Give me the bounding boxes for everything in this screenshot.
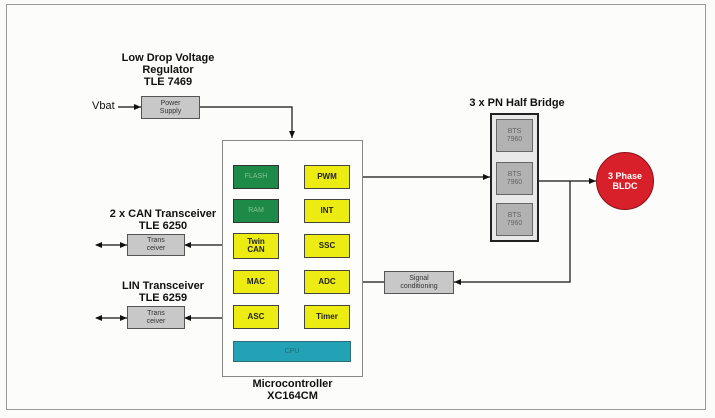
- lin-transceiver-line2: ceiver: [147, 318, 166, 326]
- regulator-title-line2: Regulator: [108, 64, 228, 76]
- wire-power: [200, 107, 292, 138]
- can-title-line2: TLE 6250: [88, 220, 238, 232]
- microcontroller-caption-line1: Microcontroller: [222, 378, 363, 390]
- motor-line2: BLDC: [613, 181, 638, 191]
- bts-2-line1: BTS: [508, 171, 522, 179]
- regulator-title: Low Drop Voltage Regulator TLE 7469: [108, 52, 228, 88]
- bts-1-line1: BTS: [508, 128, 522, 136]
- lin-transceiver-block: Trans ceiver: [127, 306, 185, 329]
- bts-block-2: BTS 7960: [496, 162, 533, 195]
- vbat-label: Vbat: [92, 100, 122, 112]
- lin-title: LIN Transceiver TLE 6259: [98, 280, 228, 304]
- signal-line1: Signal: [409, 275, 428, 283]
- pwm-block: PWM: [304, 165, 350, 189]
- lin-title-line1: LIN Transceiver: [98, 280, 228, 292]
- adc-block: ADC: [304, 270, 350, 294]
- int-block: INT: [304, 199, 350, 223]
- can-transceiver-block: Trans ceiver: [127, 234, 185, 256]
- twincan-line2: CAN: [247, 246, 264, 254]
- can-title-line1: 2 x CAN Transceiver: [88, 208, 238, 220]
- power-supply-line2: Supply: [160, 108, 181, 116]
- bts-3-line2: 7960: [507, 220, 523, 228]
- can-transceiver-line2: ceiver: [147, 245, 166, 253]
- bts-2-line2: 7960: [507, 179, 523, 187]
- can-title: 2 x CAN Transceiver TLE 6250: [88, 208, 238, 232]
- signal-line2: conditioning: [400, 283, 437, 291]
- flash-block: FLASH: [233, 165, 279, 189]
- bts-1-line2: 7960: [507, 136, 523, 144]
- bts-block-1: BTS 7960: [496, 119, 533, 152]
- power-supply-block: Power Supply: [141, 96, 200, 119]
- asc-block: ASC: [233, 305, 279, 329]
- regulator-title-line1: Low Drop Voltage: [108, 52, 228, 64]
- cpu-block: CPU: [233, 341, 351, 362]
- can-transceiver-line1: Trans: [147, 237, 165, 245]
- mac-block: MAC: [233, 270, 279, 294]
- microcontroller-caption-line2: XC164CM: [222, 390, 363, 402]
- regulator-title-line3: TLE 7469: [108, 76, 228, 88]
- bts-3-line1: BTS: [508, 212, 522, 220]
- microcontroller-caption: Microcontroller XC164CM: [222, 378, 363, 402]
- timer-block: Timer: [304, 305, 350, 329]
- bts-block-3: BTS 7960: [496, 203, 533, 236]
- motor-circle: 3 Phase BLDC: [596, 152, 654, 210]
- ssc-block: SSC: [304, 234, 350, 258]
- lin-title-line2: TLE 6259: [98, 292, 228, 304]
- twincan-block: Twin CAN: [233, 233, 279, 259]
- motor-line1: 3 Phase: [608, 171, 642, 181]
- power-supply-line1: Power: [161, 100, 181, 108]
- lin-transceiver-line1: Trans: [147, 310, 165, 318]
- half-bridge-title: 3 x PN Half Bridge: [452, 97, 582, 109]
- signal-conditioning-block: Signal conditioning: [384, 271, 454, 294]
- ram-block: RAM: [233, 199, 279, 223]
